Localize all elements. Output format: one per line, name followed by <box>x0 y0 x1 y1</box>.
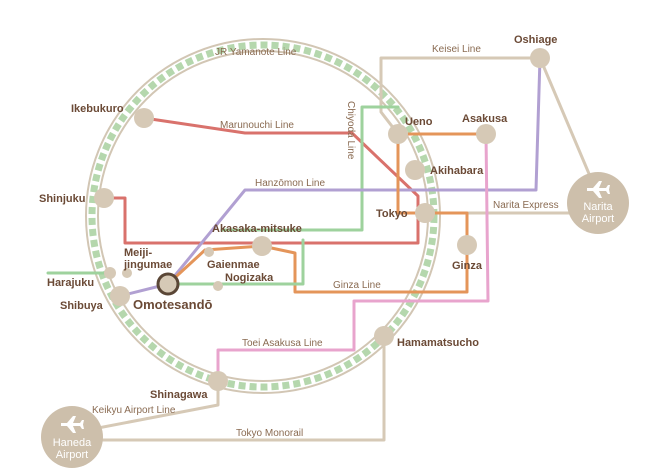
narita-express-label: Narita Express <box>493 200 559 211</box>
hanzomon-line-label: Hanzōmon Line <box>255 178 325 189</box>
station-meiji-jingumae[interactable] <box>122 268 132 278</box>
label-hamamatsucho: Hamamatsucho <box>397 337 479 349</box>
label-shibuya: Shibuya <box>60 300 104 312</box>
station-oshiage[interactable] <box>530 48 550 68</box>
airplane-icon <box>61 416 84 433</box>
station-akasaka-mitsuke[interactable] <box>252 236 272 256</box>
station-nogizaka[interactable] <box>213 281 223 291</box>
keisei-line-label: Keisei Line <box>432 44 481 55</box>
chiyoda-line-label: Chiyoda Line <box>345 101 356 160</box>
label-gaienmae: Gaienmae <box>207 259 260 271</box>
label-oshiage: Oshiage <box>514 34 557 46</box>
label-omotesando: Omotesandō <box>133 297 213 312</box>
label-shinagawa: Shinagawa <box>150 389 208 401</box>
label-harajuku: Harajuku <box>47 277 94 289</box>
chiyoda-line <box>220 105 400 232</box>
airport-narita-label-1: Narita <box>583 201 613 213</box>
label-tokyo: Tokyo <box>376 208 408 220</box>
marunouchi-line-label: Marunouchi Line <box>220 120 294 131</box>
tokyo-monorail-line <box>70 334 386 442</box>
oshiage-narita-line <box>538 56 600 197</box>
station-ginza[interactable] <box>457 235 477 255</box>
toei-asakusa-line <box>216 132 490 383</box>
toei-asakusa-line-label: Toei Asakusa Line <box>242 338 323 349</box>
station-hamamatsucho[interactable] <box>374 326 394 346</box>
station-harajuku[interactable] <box>104 267 116 279</box>
label-meiji-jingumae-2: jingumae <box>123 259 172 271</box>
airplane-icon <box>587 181 610 198</box>
station-asakusa[interactable] <box>476 124 496 144</box>
label-ikebukuro: Ikebukuro <box>71 103 124 115</box>
airport-haneda[interactable]: Haneda Airport <box>41 406 103 468</box>
label-akihabara: Akihabara <box>430 165 484 177</box>
station-ikebukuro[interactable] <box>134 108 154 128</box>
label-akasaka-mitsuke: Akasaka-mitsuke <box>212 223 302 235</box>
yamanote-line-label: JR Yamanote Line <box>215 47 297 58</box>
station-akihabara[interactable] <box>405 160 425 180</box>
ginza-line-label: Ginza Line <box>333 280 381 291</box>
label-meiji-jingumae-1: Meiji- <box>124 247 152 259</box>
label-ueno: Ueno <box>405 116 433 128</box>
station-omotesando[interactable] <box>156 272 180 296</box>
station-shibuya[interactable] <box>110 286 130 306</box>
keisei-line <box>379 56 542 136</box>
keikyu-airport-line-label: Keikyu Airport Line <box>92 405 176 416</box>
tokyo-monorail-label: Tokyo Monorail <box>236 428 303 439</box>
label-asakusa: Asakusa <box>462 113 508 125</box>
airport-narita-label-2: Airport <box>582 213 614 225</box>
label-ginza: Ginza <box>452 260 483 272</box>
label-nogizaka: Nogizaka <box>225 272 274 284</box>
airport-haneda-label-2: Airport <box>56 449 88 461</box>
airport-haneda-label-1: Haneda <box>53 437 92 449</box>
station-shinagawa[interactable] <box>208 371 228 391</box>
station-tokyo[interactable] <box>415 203 435 223</box>
hanzomon-line <box>118 56 542 298</box>
airport-narita[interactable]: Narita Airport <box>567 172 629 234</box>
chiyoda-lower-line <box>166 238 305 286</box>
station-ueno[interactable] <box>388 124 408 144</box>
label-shinjuku: Shinjuku <box>39 193 85 205</box>
station-gaienmae[interactable] <box>204 247 214 257</box>
station-shinjuku[interactable] <box>94 188 114 208</box>
